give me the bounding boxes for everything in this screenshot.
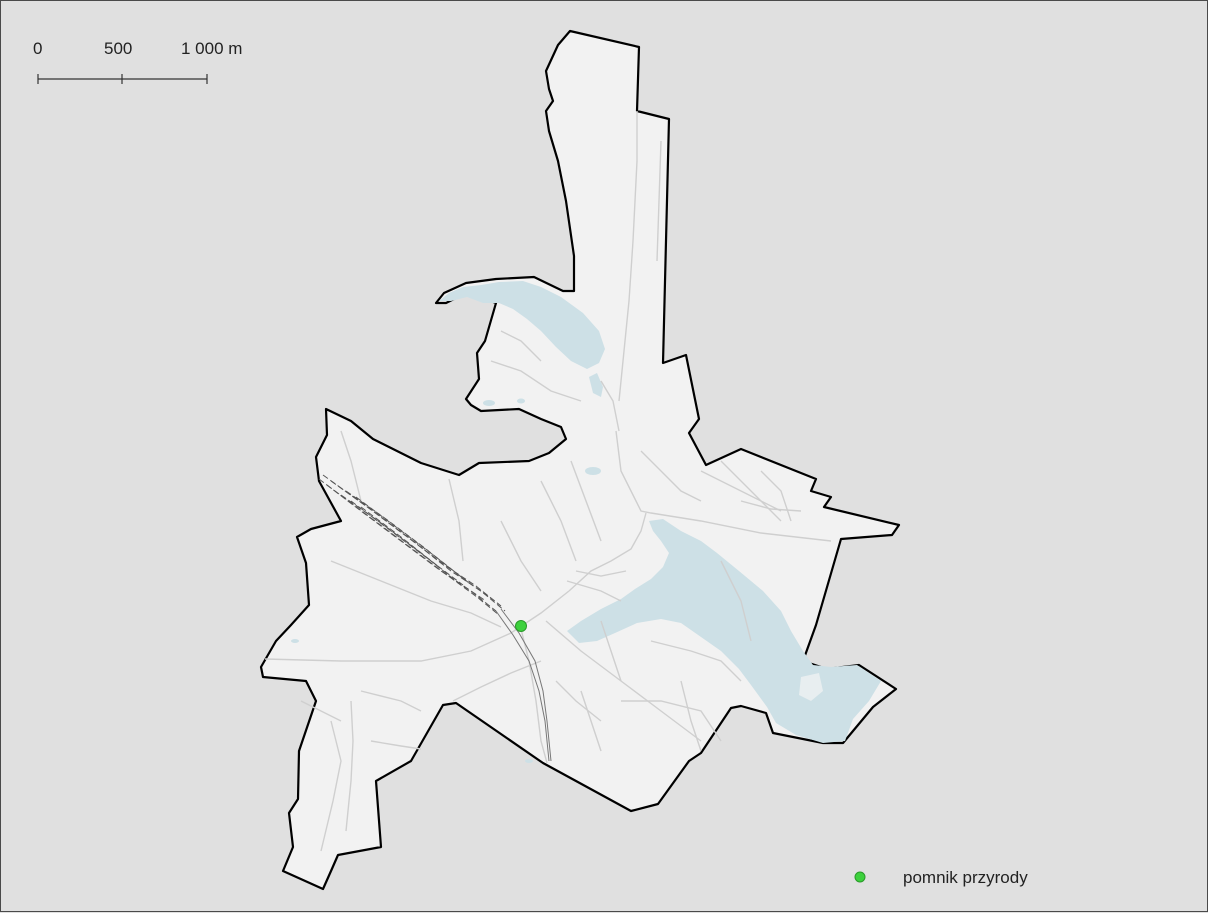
pond-4 bbox=[291, 639, 299, 643]
lake-channel bbox=[589, 373, 603, 397]
pond-2 bbox=[483, 400, 495, 406]
pomnik-przyrody-marker[interactable] bbox=[515, 620, 527, 632]
pond-3 bbox=[517, 398, 525, 404]
legend: pomnik przyrody bbox=[854, 868, 1028, 887]
scale-bar: 0 500 1 000 m bbox=[33, 39, 242, 84]
pond-1 bbox=[585, 467, 601, 475]
road-network bbox=[264, 111, 832, 852]
lake-east-inlet bbox=[799, 673, 823, 701]
scale-label-0: 0 bbox=[33, 39, 42, 58]
town-boundary bbox=[259, 29, 901, 891]
legend-label-pomnik-przyrody: pomnik przyrody bbox=[903, 868, 1028, 887]
pond-5 bbox=[525, 759, 533, 763]
lake-north bbox=[439, 281, 605, 369]
scale-label-1000: 1 000 m bbox=[181, 39, 242, 58]
legend-symbol-pomnik-przyrody bbox=[854, 871, 866, 883]
railway-yard bbox=[318, 474, 506, 616]
scale-label-500: 500 bbox=[104, 39, 132, 58]
water-bodies bbox=[291, 281, 881, 763]
